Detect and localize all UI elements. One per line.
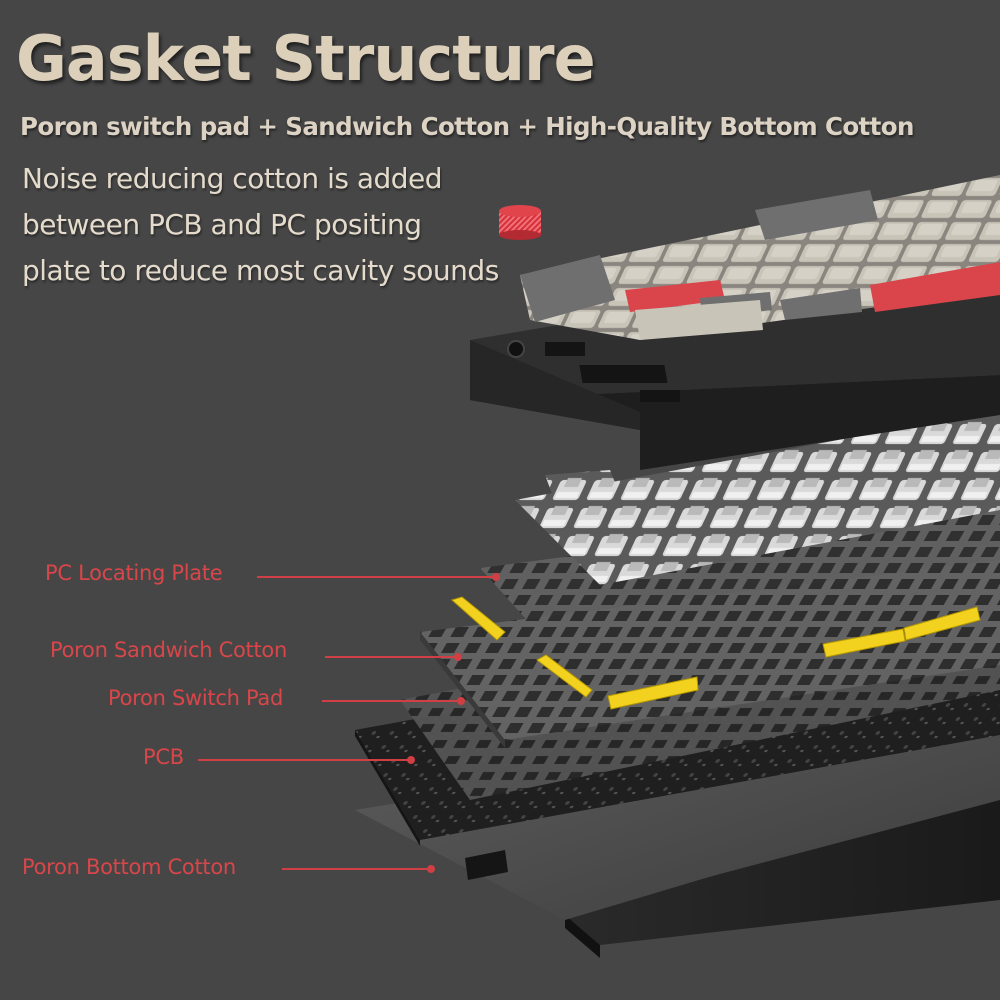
callout-label: Poron Bottom Cotton (22, 855, 236, 879)
callout-leader-line (257, 573, 500, 581)
keycaps (520, 175, 1000, 340)
callout-label: Poron Switch Pad (108, 686, 283, 710)
rotary-knob (499, 205, 541, 240)
switches-layer (515, 410, 1000, 585)
description-line: between PCB and PC positing (22, 208, 422, 241)
callout-label: PC Locating Plate (45, 561, 223, 585)
gasket-strips (450, 596, 981, 710)
callout-leader-line (325, 653, 462, 661)
callout-leader-line (282, 865, 435, 873)
description-line: plate to reduce most cavity sounds (22, 254, 499, 287)
callout-leader-line (198, 756, 415, 764)
description: Noise reducing cotton is added between P… (22, 156, 499, 294)
callout-label: Poron Sandwich Cotton (50, 638, 287, 662)
callout-leader-line (322, 697, 465, 705)
callout-label: PCB (143, 745, 184, 769)
pc-locating-plate-layer (480, 500, 1000, 668)
description-line: Noise reducing cotton is added (22, 162, 443, 195)
subtitle: Poron switch pad + Sandwich Cotton + Hig… (20, 112, 914, 141)
bottom-case (565, 800, 1000, 958)
page-title: Gasket Structure (16, 22, 596, 95)
